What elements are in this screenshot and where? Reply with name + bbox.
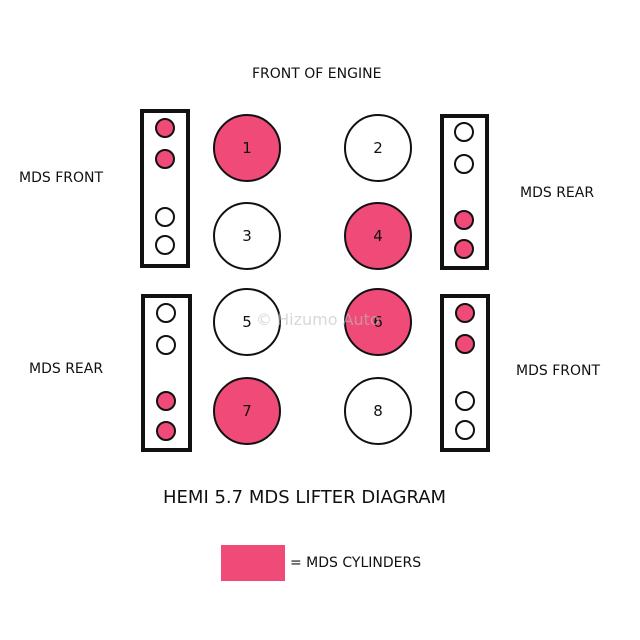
lifter [454, 154, 474, 174]
cylinder-number: 6 [373, 313, 383, 331]
lifter [454, 210, 474, 230]
lifter [155, 118, 175, 138]
cylinder-number: 2 [373, 139, 383, 157]
lifter [455, 420, 475, 440]
cylinder-6: 6 [344, 288, 412, 356]
cylinder-3: 3 [213, 202, 281, 270]
lifter-block-bottom-right [440, 294, 490, 452]
lifter-block-top-right [440, 114, 489, 270]
cylinder-4: 4 [344, 202, 412, 270]
cylinder-2: 2 [344, 114, 412, 182]
cylinder-number: 7 [242, 402, 252, 420]
cylinder-7: 7 [213, 377, 281, 445]
lifter [155, 149, 175, 169]
cylinder-number: 4 [373, 227, 383, 245]
front-of-engine-label: FRONT OF ENGINE [252, 66, 382, 82]
lifter [454, 122, 474, 142]
cylinder-5: 5 [213, 288, 281, 356]
lifter [454, 239, 474, 259]
mds-rear-right-label: MDS REAR [520, 185, 595, 201]
cylinder-8: 8 [344, 377, 412, 445]
mds-rear-left-label: MDS REAR [29, 361, 104, 377]
lifter [156, 303, 176, 323]
lifter-block-top-left [140, 109, 190, 268]
lifter [455, 391, 475, 411]
watermark-text: © Hizumo Auto [256, 310, 380, 329]
lifter [156, 335, 176, 355]
lifter [155, 235, 175, 255]
lifter [155, 207, 175, 227]
cylinder-number: 3 [242, 227, 252, 245]
lifter [455, 303, 475, 323]
lifter [156, 391, 176, 411]
legend-label: = MDS CYLINDERS [290, 555, 422, 571]
mds-front-left-label: MDS FRONT [19, 170, 104, 186]
cylinder-number: 1 [242, 139, 252, 157]
diagram-title: HEMI 5.7 MDS LIFTER DIAGRAM [163, 487, 447, 508]
mds-front-right-label: MDS FRONT [516, 363, 601, 379]
cylinder-1: 1 [213, 114, 281, 182]
cylinder-number: 5 [242, 313, 252, 331]
lifter [455, 334, 475, 354]
cylinder-number: 8 [373, 402, 383, 420]
legend-swatch [221, 545, 285, 581]
lifter [156, 421, 176, 441]
lifter-block-bottom-left [141, 294, 192, 452]
